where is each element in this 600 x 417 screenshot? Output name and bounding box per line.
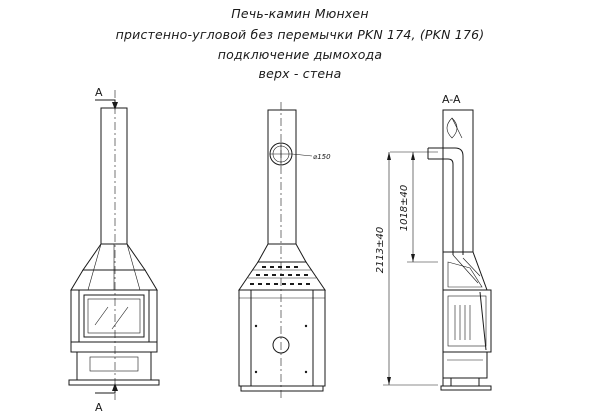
section-label: A-A [442, 93, 461, 106]
flue-pipe-inner [428, 158, 454, 255]
section-firebox [442, 289, 492, 353]
arrow-head-bottom [112, 383, 118, 391]
back-plinth [240, 385, 324, 392]
title-line-4: верх - стена [258, 66, 342, 81]
front-base [76, 351, 152, 381]
front-base-top [70, 341, 158, 353]
front-chimney [100, 107, 128, 245]
front-door-glass [87, 298, 141, 334]
back-view: ⌀150 [238, 102, 331, 400]
back-hood-top [257, 243, 307, 263]
title-line-1: Печь-камин Мюнхен [231, 6, 369, 21]
diameter-label: ⌀150 [313, 153, 331, 161]
flue-height-label: 1018±40 [399, 185, 410, 232]
section-door [479, 291, 487, 351]
section-marker-top: A [95, 86, 103, 99]
total-height-label: 2113±40 [375, 227, 386, 274]
title-line-2: пристенно-угловой без перемычки PKN 174,… [115, 27, 485, 42]
front-plinth [68, 379, 160, 386]
section-view: A-A [427, 93, 492, 391]
dimension-lines: 2113±40 1018±40 [375, 151, 438, 386]
back-chimney [267, 109, 297, 245]
air-inlet [272, 336, 290, 354]
flue-pipe-outer [428, 147, 464, 255]
front-ash-drawer [89, 356, 139, 372]
title-line-3: подключение дымохода [217, 47, 383, 62]
section-arrow-top [95, 99, 116, 108]
section-marker-bottom: A [95, 401, 103, 414]
section-plinth [440, 385, 492, 391]
vent-grille [250, 266, 310, 285]
back-body [238, 289, 326, 387]
front-view: A A [68, 86, 160, 414]
section-arrow-bottom [95, 385, 116, 394]
arrow-head-top [112, 102, 118, 110]
front-door-frame [83, 294, 145, 338]
section-base [442, 351, 488, 379]
